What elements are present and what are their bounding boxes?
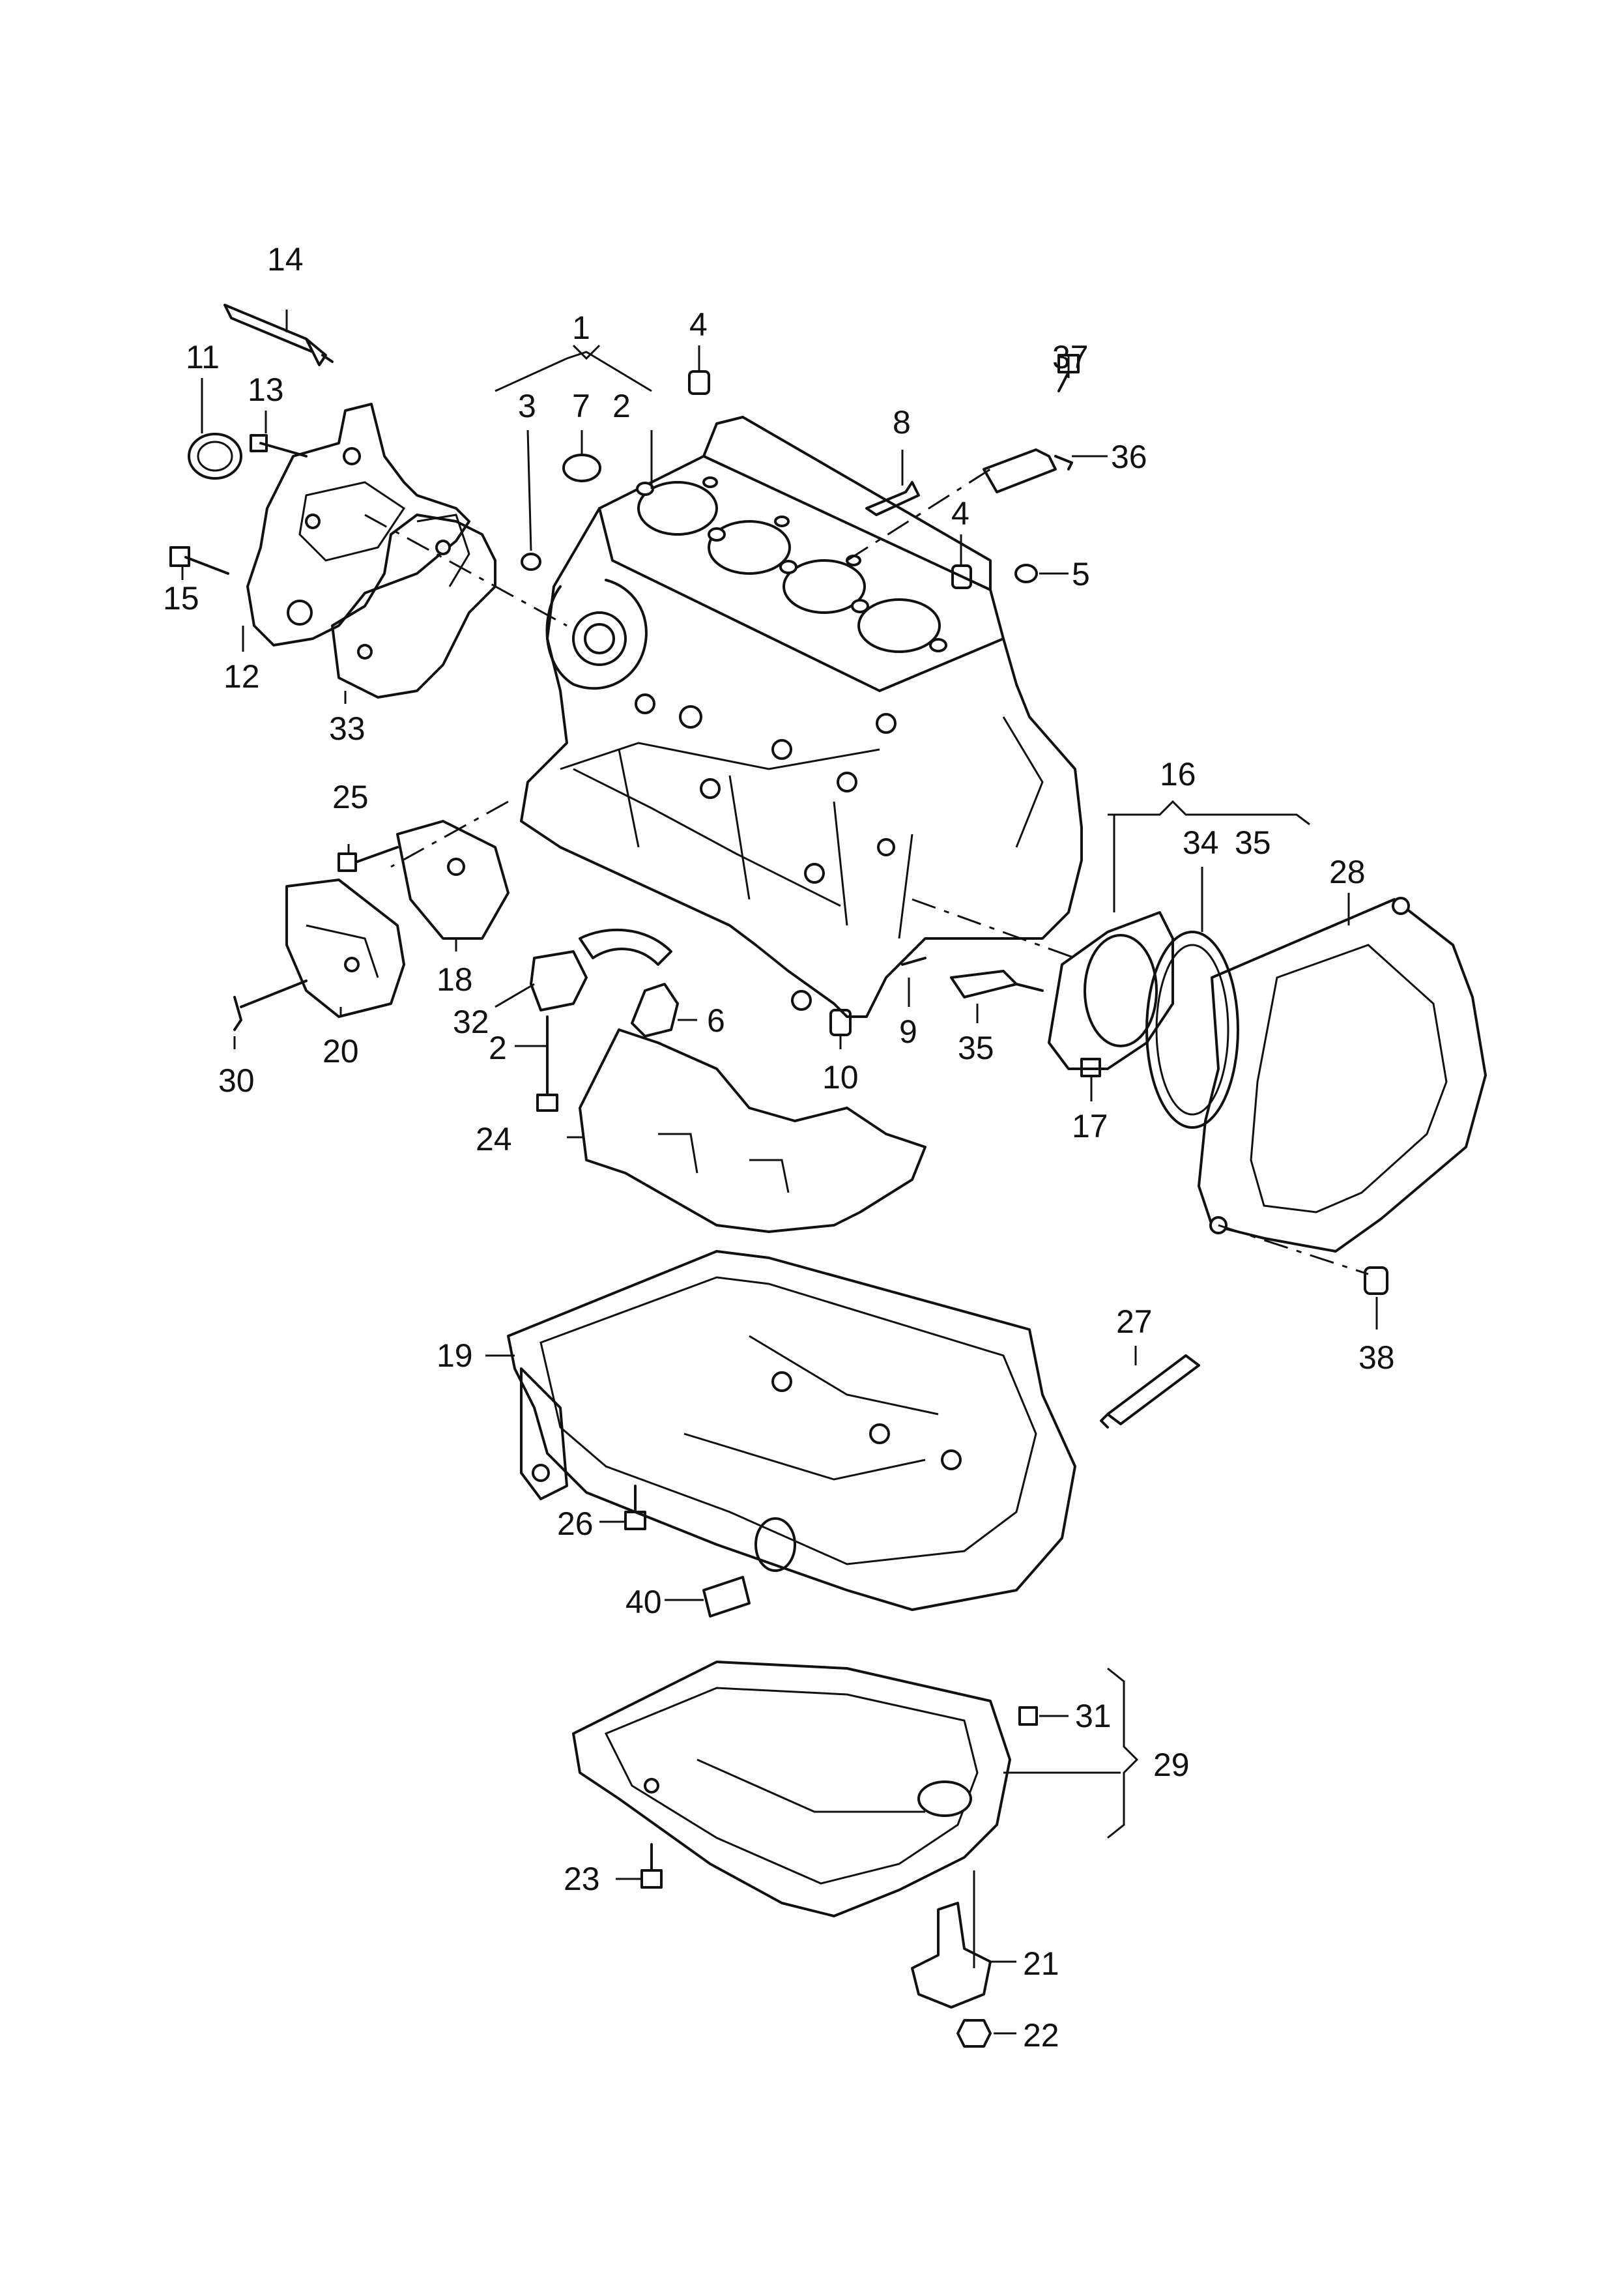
label-18: 18: [437, 961, 473, 998]
dowel-sleeve-10: [829, 1009, 852, 1036]
label-27: 27: [1116, 1303, 1153, 1340]
label-23: 23: [564, 1861, 600, 1897]
sealant-tube-27: [1100, 1354, 1200, 1429]
bolt-23: [640, 1843, 663, 1889]
label-12: 12: [223, 658, 260, 695]
bolt-13: [250, 434, 308, 458]
label-37: 37: [1052, 339, 1089, 375]
label-1: 1: [572, 310, 590, 346]
bolt-2: [536, 1015, 558, 1112]
o-ring-3: [521, 553, 541, 571]
label-36: 36: [1111, 439, 1147, 475]
bearing-cap-32: [530, 950, 588, 1011]
label-22: 22: [1023, 2017, 1059, 2054]
plug-5: [1014, 564, 1038, 583]
dowel-sleeve-4-mid: [951, 564, 972, 589]
label-4-top: 4: [689, 306, 708, 343]
label-30: 30: [218, 1062, 255, 1099]
label-29: 29: [1153, 1747, 1190, 1783]
hose-30: [233, 980, 308, 1031]
label-6: 6: [707, 1002, 725, 1039]
label-32: 32: [453, 1004, 489, 1040]
label-2-top: 2: [612, 388, 631, 424]
cover-20: [285, 879, 405, 1018]
dowel-sleeve-4-top: [688, 370, 710, 395]
label-16: 16: [1160, 756, 1196, 792]
pin-9: [901, 957, 926, 966]
bolt-31: [1018, 1706, 1038, 1726]
bearing-shell: [579, 928, 672, 966]
oil-filter-flange-40: [702, 1517, 796, 1618]
label-25: 25: [332, 779, 369, 815]
label-3: 3: [518, 388, 536, 424]
label-5: 5: [1072, 556, 1090, 592]
label-7: 7: [572, 388, 590, 424]
label-38: 38: [1358, 1339, 1395, 1376]
label-15: 15: [163, 580, 199, 617]
label-26: 26: [557, 1505, 594, 1542]
baffle-plate-24: [579, 1028, 926, 1233]
gasket-28: [1198, 897, 1487, 1253]
label-24: 24: [476, 1121, 512, 1157]
oil-spray-jet-8: [865, 481, 920, 516]
label-35-lower: 35: [958, 1030, 994, 1066]
sensor-36: [983, 448, 1073, 493]
bolt-26: [624, 1485, 646, 1530]
nut-22: [956, 2019, 992, 2048]
timing-cover-gasket: [331, 514, 496, 699]
sensor-35: [950, 970, 1044, 998]
label-34: 34: [1183, 824, 1219, 861]
label-19: 19: [437, 1337, 473, 1374]
label-2-bottom: 2: [489, 1030, 507, 1066]
plug-7: [562, 454, 601, 482]
label-35-upper: 35: [1235, 824, 1271, 861]
bolt-15: [169, 546, 229, 575]
label-10: 10: [822, 1059, 859, 1096]
oil-pan-upper-19: [507, 1250, 1076, 1611]
label-13: 13: [248, 371, 284, 408]
label-20: 20: [323, 1033, 359, 1069]
label-33: 33: [329, 710, 366, 747]
label-31: 31: [1075, 1698, 1112, 1734]
bolt-25: [338, 846, 399, 872]
shaft-seal: [188, 433, 242, 480]
label-11: 11: [186, 339, 220, 375]
timing-case-cover: [246, 403, 470, 647]
cylinder-block: [520, 416, 1083, 1018]
sealant-tube-14: [223, 304, 334, 366]
label-9: 9: [899, 1013, 917, 1050]
sender-wheel-34: [1145, 931, 1239, 1129]
oil-level-sensor-21: [911, 1902, 992, 2009]
sealing-flange-16: [1048, 911, 1174, 1070]
label-40: 40: [625, 1584, 662, 1620]
label-8: 8: [893, 404, 911, 441]
oil-spray-jet-6: [631, 983, 679, 1038]
dowel-sleeve-38: [1364, 1266, 1388, 1295]
label-4-mid: 4: [951, 495, 969, 532]
cover-18: [396, 820, 510, 940]
label-28: 28: [1329, 854, 1366, 890]
oil-pan-lower-29: [572, 1661, 1011, 1917]
label-21: 21: [1023, 1945, 1059, 1982]
label-14: 14: [267, 241, 304, 278]
label-17: 17: [1072, 1108, 1108, 1144]
